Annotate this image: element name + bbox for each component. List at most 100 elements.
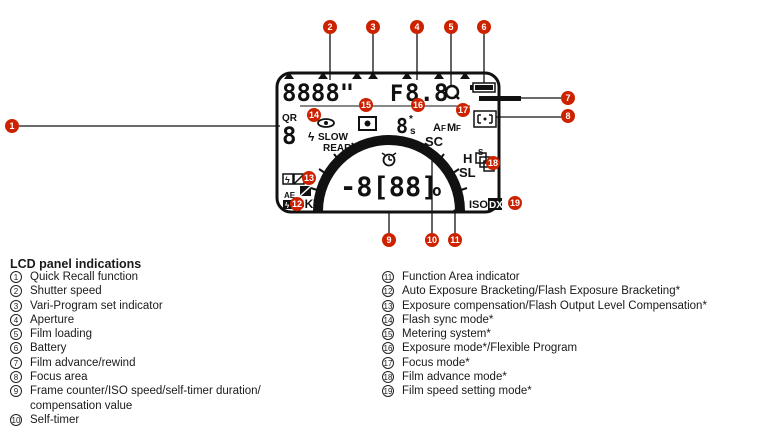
callout-number: 10 xyxy=(427,235,437,245)
exposure-mode-s-label: s xyxy=(410,126,416,137)
legend-text: Focus mode* xyxy=(402,356,470,369)
callout-number: 16 xyxy=(413,100,423,110)
legend-number: 12 xyxy=(382,285,394,298)
flexible-program-star: * xyxy=(409,114,413,125)
callout-number: 2 xyxy=(327,22,332,32)
legend-number: 14 xyxy=(382,313,394,326)
legend-number: 7 xyxy=(10,356,22,369)
legend-item: 11 Function Area indicator xyxy=(382,270,772,284)
dx-icon: DX xyxy=(488,198,503,211)
legend-number: 1 xyxy=(10,271,22,283)
callout-number: 11 xyxy=(450,235,460,245)
legend-item: 5 Film loading xyxy=(10,327,340,341)
callout-number: 8 xyxy=(565,111,570,121)
callout-9: 9 xyxy=(382,233,396,247)
legend-item: compensation value xyxy=(10,399,340,413)
legend-text: Self-timer xyxy=(30,413,80,426)
legend-text: Metering system* xyxy=(402,328,491,341)
leader-lines xyxy=(19,34,561,233)
legend-text: Auto Exposure Bracketing/Flash Exposure … xyxy=(402,285,681,298)
callout-10: 10 xyxy=(425,233,439,247)
callout-7: 7 xyxy=(561,91,575,105)
exposure-comp-icon xyxy=(299,185,312,197)
legend-number: 10 xyxy=(10,413,22,426)
exposure-mode-display: 8 xyxy=(396,114,408,138)
callout-13: 13 xyxy=(302,171,316,185)
lcd-diagram: 8888" F 8.8 QR 8 ϟ SLOW REAR 8 * s A F M… xyxy=(5,20,575,247)
eye-icon xyxy=(317,118,335,128)
callout-4: 4 xyxy=(410,20,424,34)
callout-1: 1 xyxy=(5,119,19,133)
legend-number: 16 xyxy=(382,342,394,355)
svg-text:ϟ: ϟ xyxy=(285,175,290,185)
slow-label: SLOW xyxy=(318,132,349,143)
legend-number: 11 xyxy=(382,271,394,283)
legend-text: Film loading xyxy=(30,328,92,341)
vari-program-indicators xyxy=(284,72,470,79)
callout-number: 3 xyxy=(370,22,375,32)
legend-number: 2 xyxy=(10,285,22,298)
iso-label: ISO xyxy=(469,199,488,211)
callout-number: 12 xyxy=(292,199,302,209)
legend-number: 17 xyxy=(382,356,394,369)
legend-text: Vari-Program set indicator xyxy=(30,299,163,312)
legend-item: 14 Flash sync mode* xyxy=(382,313,772,327)
legend-number: 3 xyxy=(10,299,22,312)
callout-19: 19 xyxy=(508,196,522,210)
legend-text: Shutter speed xyxy=(30,285,102,298)
film-advance-sl: SL xyxy=(459,165,476,180)
focus-area-icon xyxy=(473,110,497,128)
legend-number: 5 xyxy=(10,328,22,341)
callout-3: 3 xyxy=(366,20,380,34)
callout-8: 8 xyxy=(561,109,575,123)
callout-number: 13 xyxy=(304,173,314,183)
legend-number: 6 xyxy=(10,342,22,355)
callout-18: 18 xyxy=(486,156,500,170)
quick-recall-label: QR xyxy=(282,113,298,124)
quick-recall-digit: 8 xyxy=(282,122,296,150)
function-area-arc xyxy=(313,135,465,211)
legend-item: 2 Shutter speed xyxy=(10,284,340,298)
callout-number: 1 xyxy=(9,121,14,131)
self-timer-icon xyxy=(381,152,397,167)
legend-number: 8 xyxy=(10,371,22,384)
callout-number: 15 xyxy=(361,100,371,110)
film-advance-bar xyxy=(479,96,521,101)
focus-mode-m: M xyxy=(447,122,456,134)
flash-exposure-comp-icon: ϟ xyxy=(282,173,305,185)
callout-6: 6 xyxy=(477,20,491,34)
focus-mode-a: A xyxy=(433,122,441,134)
rear-label: REAR xyxy=(323,143,352,154)
callout-number: 19 xyxy=(510,198,520,208)
callout-11: 11 xyxy=(448,233,462,247)
legend-text: Function Area indicator xyxy=(402,271,520,283)
legend-right-column: 11 Function Area indicator 12 Auto Exposure… xyxy=(382,270,772,399)
function-area-indicator xyxy=(452,205,462,211)
legend-number: 9 xyxy=(10,385,22,398)
legend-text: Exposure compensation/Flash Output Level… xyxy=(402,299,707,312)
callout-16: 16 xyxy=(411,98,425,112)
ae-label: AE xyxy=(284,191,296,200)
arc-ticks xyxy=(310,136,468,191)
focus-mode-f: F xyxy=(441,124,446,133)
callout-12: 12 xyxy=(290,197,304,211)
legend-item: 10 Self-timer xyxy=(10,413,340,427)
sc-label: SC xyxy=(425,134,444,149)
callout-14: 14 xyxy=(307,108,321,122)
legend-text: Focus area xyxy=(30,371,88,384)
legend-text: Flash sync mode* xyxy=(402,313,494,326)
legend-item: 12 Auto Exposure Bracketing/Flash Exposur… xyxy=(382,284,772,298)
callout-15: 15 xyxy=(359,98,373,112)
callout-number: 7 xyxy=(565,93,570,103)
